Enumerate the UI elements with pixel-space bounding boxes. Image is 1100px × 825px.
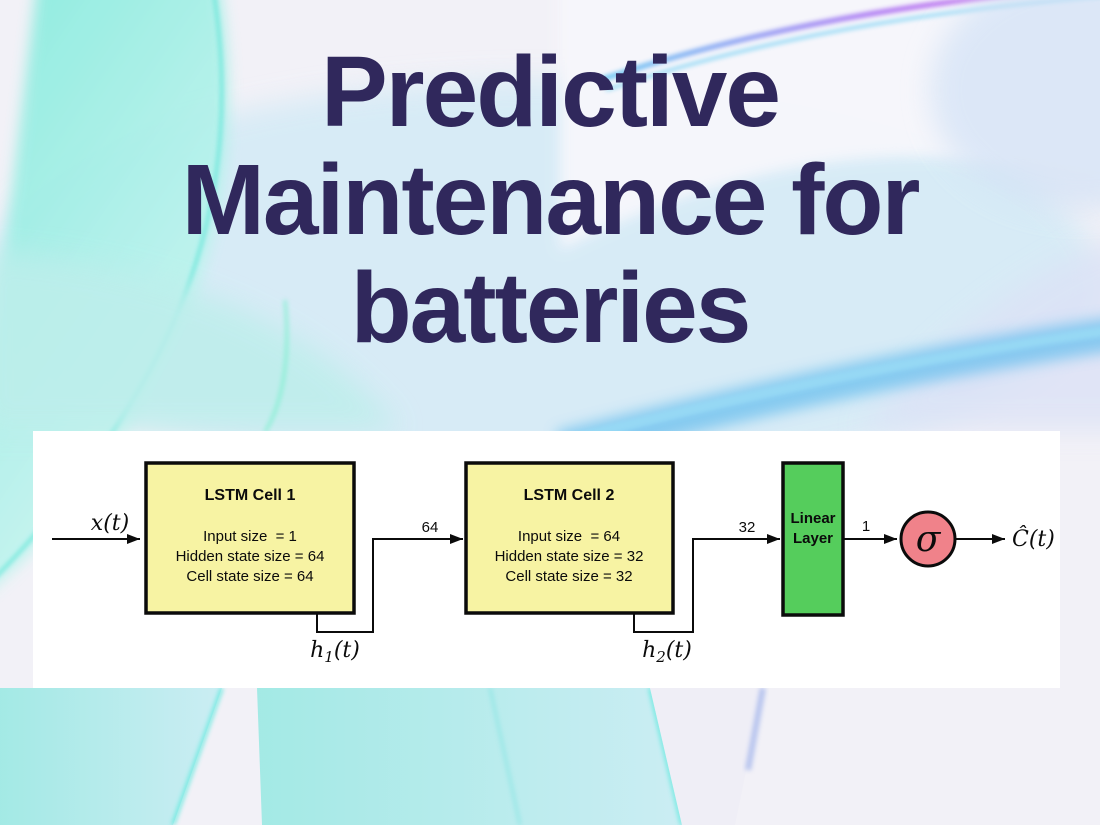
lstm-cell-2-line-3: Cell state size = 32 xyxy=(505,568,632,585)
linear-layer-label-2: Layer xyxy=(793,530,833,547)
lstm-cell-1-line-3: Cell state size = 64 xyxy=(186,568,313,585)
output-label: Ĉ(t) xyxy=(1012,525,1055,552)
linear-layer-box xyxy=(781,461,845,617)
lstm-cell-2-line-2: Hidden state size = 32 xyxy=(495,548,644,565)
architecture-diagram-panel: x(t) LSTM Cell 1 Input size = 1 Hidden s… xyxy=(33,431,1060,688)
wire-lstm2-size-label: 32 xyxy=(739,519,756,536)
feedback-label-2: h2(t) xyxy=(642,638,692,666)
bg-bottom-aqua-left xyxy=(0,688,222,825)
bg-magenta-line xyxy=(599,0,986,83)
lstm-cell-1-title: LSTM Cell 1 xyxy=(205,487,296,504)
bg-bottom-aqua-mid xyxy=(257,688,682,825)
lstm-cell-2-box xyxy=(464,461,675,615)
feedback-label-1: h1(t) xyxy=(310,638,360,666)
lstm-cell-2-title: LSTM Cell 2 xyxy=(524,487,615,504)
lstm-architecture-diagram: x(t) LSTM Cell 1 Input size = 1 Hidden s… xyxy=(52,461,1055,666)
title-line-2: Maintenance for xyxy=(181,144,921,256)
title-line-3: batteries xyxy=(350,252,752,364)
bg-aqua-wash xyxy=(0,251,400,430)
page-title: Predictive Maintenance for batteries xyxy=(0,38,1100,362)
bg-bottom-lavender-wedge xyxy=(650,688,763,825)
sigma-symbol: σ xyxy=(916,519,942,560)
wire-lstm1-size-label: 64 xyxy=(422,519,439,536)
bg-bottom-cyan-edge-2 xyxy=(489,687,521,825)
lstm-cell-1-line-1: Input size = 1 xyxy=(203,528,297,545)
lstm-cell-1-line-2: Hidden state size = 64 xyxy=(176,548,325,565)
wire-lstm2-to-linear xyxy=(633,534,780,633)
bg-blue-band-hi xyxy=(573,327,1100,443)
bg-bottom-cyan-edge-1 xyxy=(171,687,224,825)
bg-bottom-blue-edge xyxy=(745,687,766,771)
bg-aqua-edge-line xyxy=(263,299,289,433)
linear-layer-label-1: Linear xyxy=(790,510,835,527)
lstm-cell-1-box xyxy=(144,461,356,615)
lstm-cell-2-line-1: Input size = 64 xyxy=(518,528,620,545)
title-line-1: Predictive xyxy=(320,36,781,148)
wire-lstm1-to-lstm2 xyxy=(316,534,463,633)
wire-linear-size-label: 1 xyxy=(862,518,870,535)
input-label: x(t) xyxy=(91,511,129,536)
bg-cyan-line-top xyxy=(605,0,1078,92)
bg-blue-corner xyxy=(930,0,1100,210)
